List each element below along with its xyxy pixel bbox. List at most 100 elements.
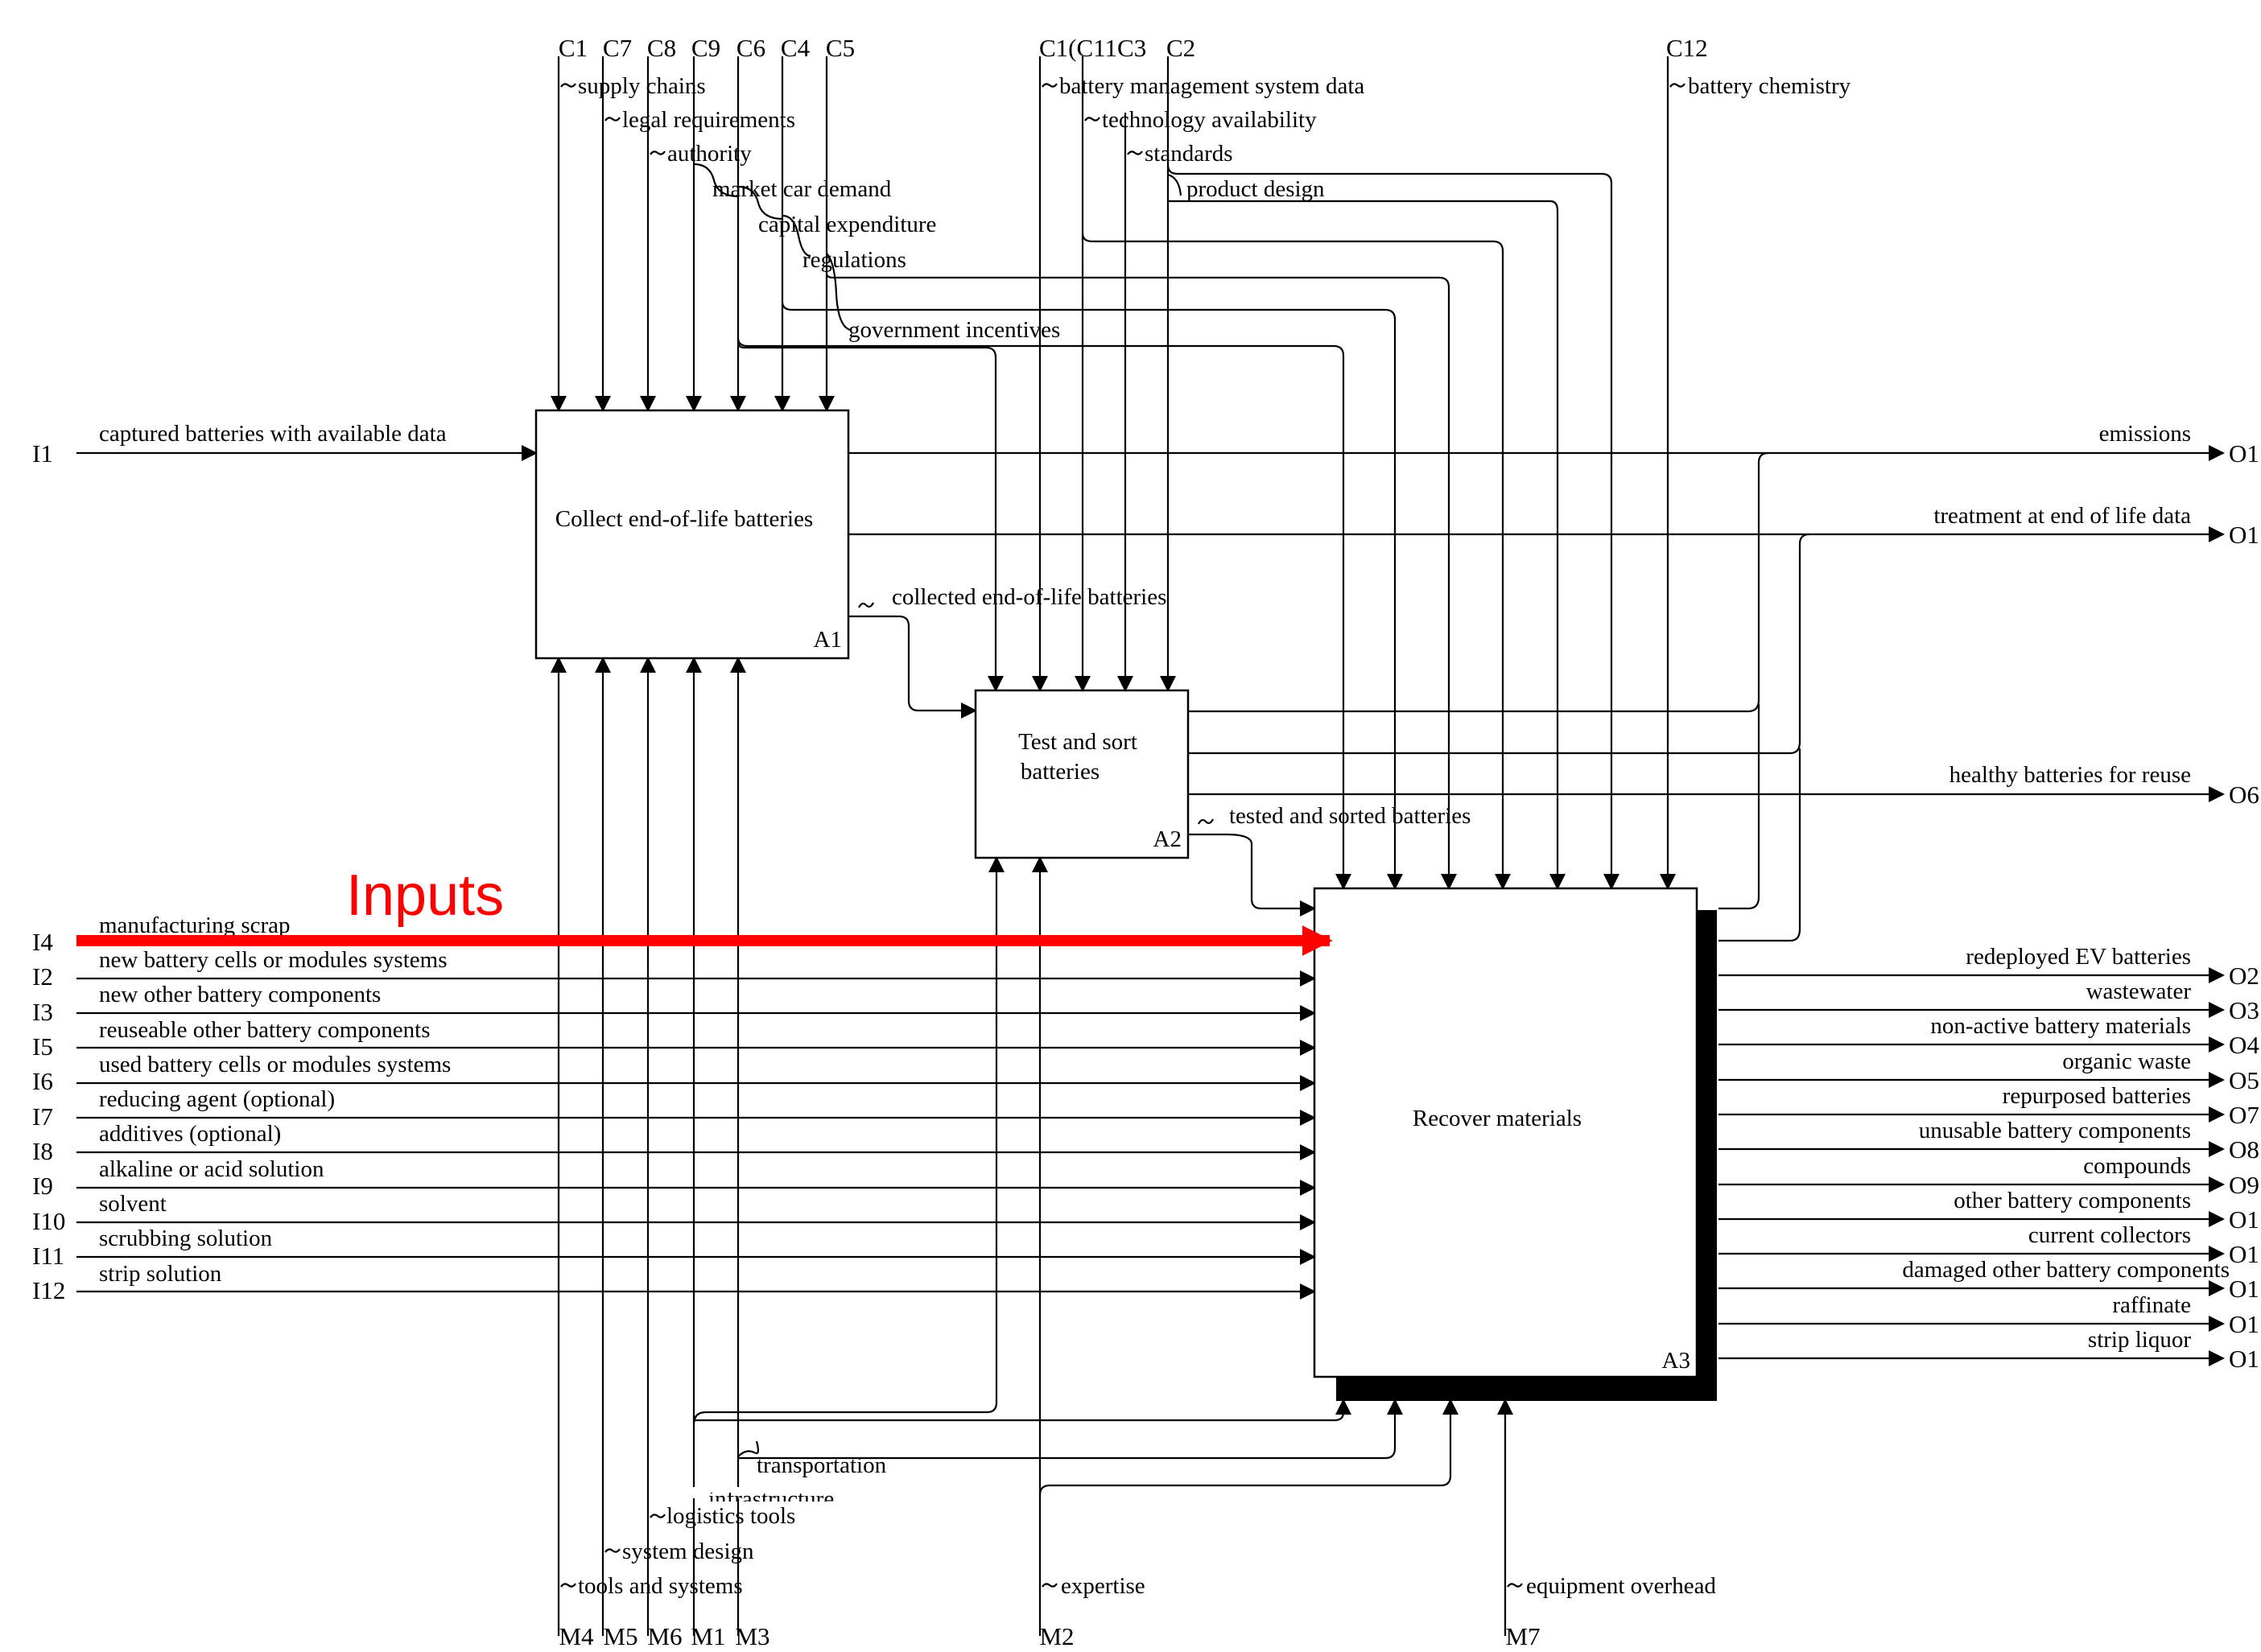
control-label-legal-requirements: legal requirements bbox=[622, 107, 795, 133]
input-code: I5 bbox=[32, 1032, 53, 1061]
activity-a3-id: A3 bbox=[1662, 1348, 1690, 1374]
mechanism-label-transportation: transportation bbox=[757, 1452, 887, 1478]
output-code: O7 bbox=[2229, 1101, 2259, 1129]
output-code: O1 bbox=[2229, 1345, 2259, 1373]
activity-a3-shadow-right bbox=[1697, 910, 1717, 1401]
input-label: new battery cells or modules systems bbox=[99, 947, 448, 973]
output-label: compounds bbox=[2083, 1153, 2191, 1179]
input-code: I6 bbox=[32, 1067, 53, 1095]
output-labels: emissions O1 treatment at end of life da… bbox=[1902, 421, 2259, 1373]
mechanism-code: M7 bbox=[1505, 1622, 1540, 1650]
input-code: I1 bbox=[32, 439, 53, 468]
connector-lines bbox=[76, 56, 2225, 1636]
input-code: I8 bbox=[32, 1137, 53, 1165]
activity-a1-title: Collect end-of-life batteries bbox=[555, 506, 813, 532]
output-label: organic waste bbox=[2062, 1048, 2191, 1074]
control-code: C12 bbox=[1666, 34, 1708, 62]
mechanism-code: M2 bbox=[1039, 1622, 1074, 1650]
input-label: additives (optional) bbox=[99, 1121, 281, 1147]
output-label: emissions bbox=[2099, 421, 2191, 447]
activity-a2-title-line1: Test and sort bbox=[1018, 729, 1137, 755]
internal-flow-labels: collected end-of-life batteries tested a… bbox=[892, 584, 1471, 829]
output-label: treatment at end of life data bbox=[1933, 503, 2191, 529]
input-code: I9 bbox=[32, 1172, 53, 1200]
output-code: O4 bbox=[2229, 1031, 2259, 1059]
input-code: I3 bbox=[32, 998, 53, 1026]
output-label: wastewater bbox=[2086, 978, 2192, 1004]
output-label: unusable battery components bbox=[1919, 1118, 2191, 1143]
mechanism-label-infrastructure: infrastructure bbox=[708, 1486, 834, 1512]
output-code: O5 bbox=[2229, 1066, 2259, 1094]
activity-a1-id: A1 bbox=[814, 627, 842, 653]
output-code: O1 bbox=[2229, 521, 2259, 549]
output-code: O9 bbox=[2229, 1171, 2259, 1199]
input-label: manufacturing scrap bbox=[99, 913, 291, 938]
control-labels: supply chains legal requirements authori… bbox=[578, 73, 1851, 343]
input-label: strip solution bbox=[99, 1261, 222, 1287]
mechanism-code: M5 bbox=[603, 1622, 637, 1650]
output-label: healthy batteries for reuse bbox=[1949, 762, 2191, 788]
output-code: O8 bbox=[2229, 1135, 2259, 1164]
input-label: reuseable other battery components bbox=[99, 1017, 430, 1043]
output-code: O1 bbox=[2229, 1310, 2259, 1338]
output-code: O3 bbox=[2229, 996, 2259, 1024]
activity-a2-title-line2: batteries bbox=[1021, 759, 1100, 785]
control-code: C2 bbox=[1166, 34, 1195, 62]
activity-a1: Collect end-of-life batteries A1 bbox=[534, 409, 850, 660]
mechanism-code: M1 bbox=[691, 1622, 725, 1650]
control-code: C9 bbox=[691, 34, 720, 62]
control-label-supply-chains: supply chains bbox=[578, 73, 706, 99]
input-code: I7 bbox=[32, 1102, 53, 1131]
output-code: O1 bbox=[2229, 439, 2259, 468]
output-code: O1 bbox=[2229, 1205, 2259, 1234]
input-label: solvent bbox=[99, 1191, 167, 1217]
control-code: C8 bbox=[647, 34, 676, 62]
output-code: O6 bbox=[2229, 781, 2259, 809]
inputs-annotation: Inputs bbox=[76, 863, 1333, 956]
output-label: raffinate bbox=[2112, 1292, 2191, 1318]
output-label: non-active battery materials bbox=[1930, 1013, 2191, 1039]
control-code: C1(C11C3 bbox=[1039, 34, 1146, 62]
control-label-standards: standards bbox=[1145, 141, 1233, 167]
input-code: I4 bbox=[32, 928, 53, 956]
output-label: damaged other battery components bbox=[1902, 1257, 2230, 1283]
control-label-authority: authority bbox=[667, 141, 752, 167]
inputs-annotation-text: Inputs bbox=[346, 863, 504, 928]
control-label-product-design: product design bbox=[1186, 176, 1325, 202]
infrastructure-label-crop bbox=[692, 1487, 861, 1498]
mechanism-label-expertise: expertise bbox=[1061, 1573, 1145, 1599]
output-code: O2 bbox=[2229, 962, 2259, 990]
input-label: reducing agent (optional) bbox=[99, 1086, 335, 1112]
output-code: O1 bbox=[2229, 1240, 2259, 1268]
activity-a3-shadow-bottom bbox=[1336, 1377, 1717, 1401]
input-label: new other battery components bbox=[99, 982, 381, 1007]
mechanism-label-logistics-tools: logistics tools bbox=[666, 1503, 795, 1529]
output-label: redeployed EV batteries bbox=[1966, 944, 2191, 970]
output-label: repurposed batteries bbox=[2003, 1083, 2191, 1109]
control-code: C7 bbox=[603, 34, 632, 62]
mechanism-labels: M4 M5 M6 M1 M3 M2 M7 transportation infr… bbox=[559, 1452, 1716, 1650]
input-label: alkaline or acid solution bbox=[99, 1156, 324, 1182]
input-label: scrubbing solution bbox=[99, 1226, 273, 1251]
input-code: I2 bbox=[32, 962, 53, 991]
control-label-bms-data: battery management system data bbox=[1059, 73, 1364, 99]
control-label-market-car-demand: market car demand bbox=[712, 176, 892, 202]
control-codes: C1 C7 C8 C9 C6 C4 C5 C1(C11C3 C2 C12 bbox=[559, 34, 1708, 62]
input-code: I11 bbox=[32, 1242, 64, 1270]
mechanism-code: M3 bbox=[735, 1622, 769, 1650]
control-code: C5 bbox=[826, 34, 855, 62]
mechanism-label-tools-and-systems: tools and systems bbox=[578, 1573, 743, 1599]
control-code: C6 bbox=[736, 34, 765, 62]
input-labels: I1 captured batteries with available dat… bbox=[32, 421, 451, 1304]
flow-label-tested: tested and sorted batteries bbox=[1229, 803, 1471, 829]
mechanism-label-equipment-overhead: equipment overhead bbox=[1526, 1573, 1716, 1599]
activity-a2-id: A2 bbox=[1153, 826, 1182, 852]
output-code: O1 bbox=[2229, 1275, 2259, 1303]
flow-label-collected: collected end-of-life batteries bbox=[892, 584, 1166, 610]
input-label: captured batteries with available data bbox=[99, 421, 447, 447]
control-label-battery-chemistry: battery chemistry bbox=[1688, 73, 1851, 99]
mechanism-code: M6 bbox=[647, 1622, 682, 1650]
activity-a3: Recover materials A3 bbox=[1313, 887, 1717, 1401]
input-code: I10 bbox=[32, 1207, 65, 1235]
control-label-regulations: regulations bbox=[802, 247, 906, 273]
